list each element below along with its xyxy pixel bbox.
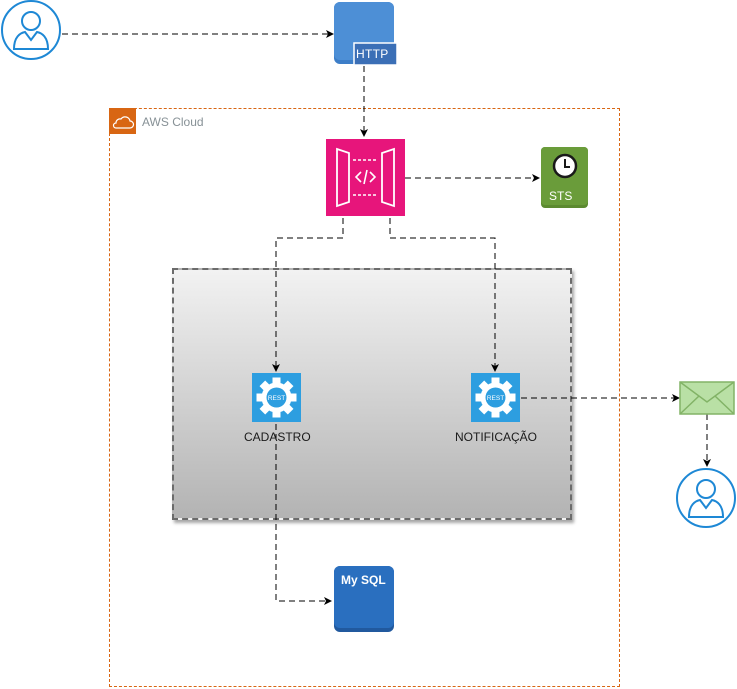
svg-text:REST: REST: [487, 395, 504, 402]
sts-label: STS: [549, 189, 573, 203]
svg-text:REST: REST: [268, 395, 285, 402]
rest-service-cadastro-icon: REST: [252, 373, 301, 422]
user-icon: [1, 0, 61, 60]
aws-cloud-label: AWS Cloud: [142, 115, 204, 129]
http-server-icon: [334, 2, 398, 66]
mysql-database-icon: [334, 566, 394, 632]
service-label-cadastro: CADASTRO: [244, 430, 311, 444]
email-envelope-icon: [679, 381, 735, 415]
connector-cadastro-to-mysql: [275, 424, 332, 605]
sts-icon: [541, 147, 588, 208]
recipient-user-icon: [676, 468, 736, 528]
connectors: [62, 30, 711, 605]
http-label: HTTP: [356, 47, 389, 61]
connector-gateway-to-cadastro: [272, 218, 344, 372]
rest-service-notificacao-icon: REST: [471, 373, 520, 422]
service-label-notificacao: NOTIFICAÇÃO: [455, 430, 538, 444]
api-gateway-icon: [326, 139, 405, 216]
mysql-label: My SQL: [341, 573, 386, 587]
connector-gateway-to-notificacao: [389, 218, 499, 372]
cloud-icon: [112, 116, 135, 129]
